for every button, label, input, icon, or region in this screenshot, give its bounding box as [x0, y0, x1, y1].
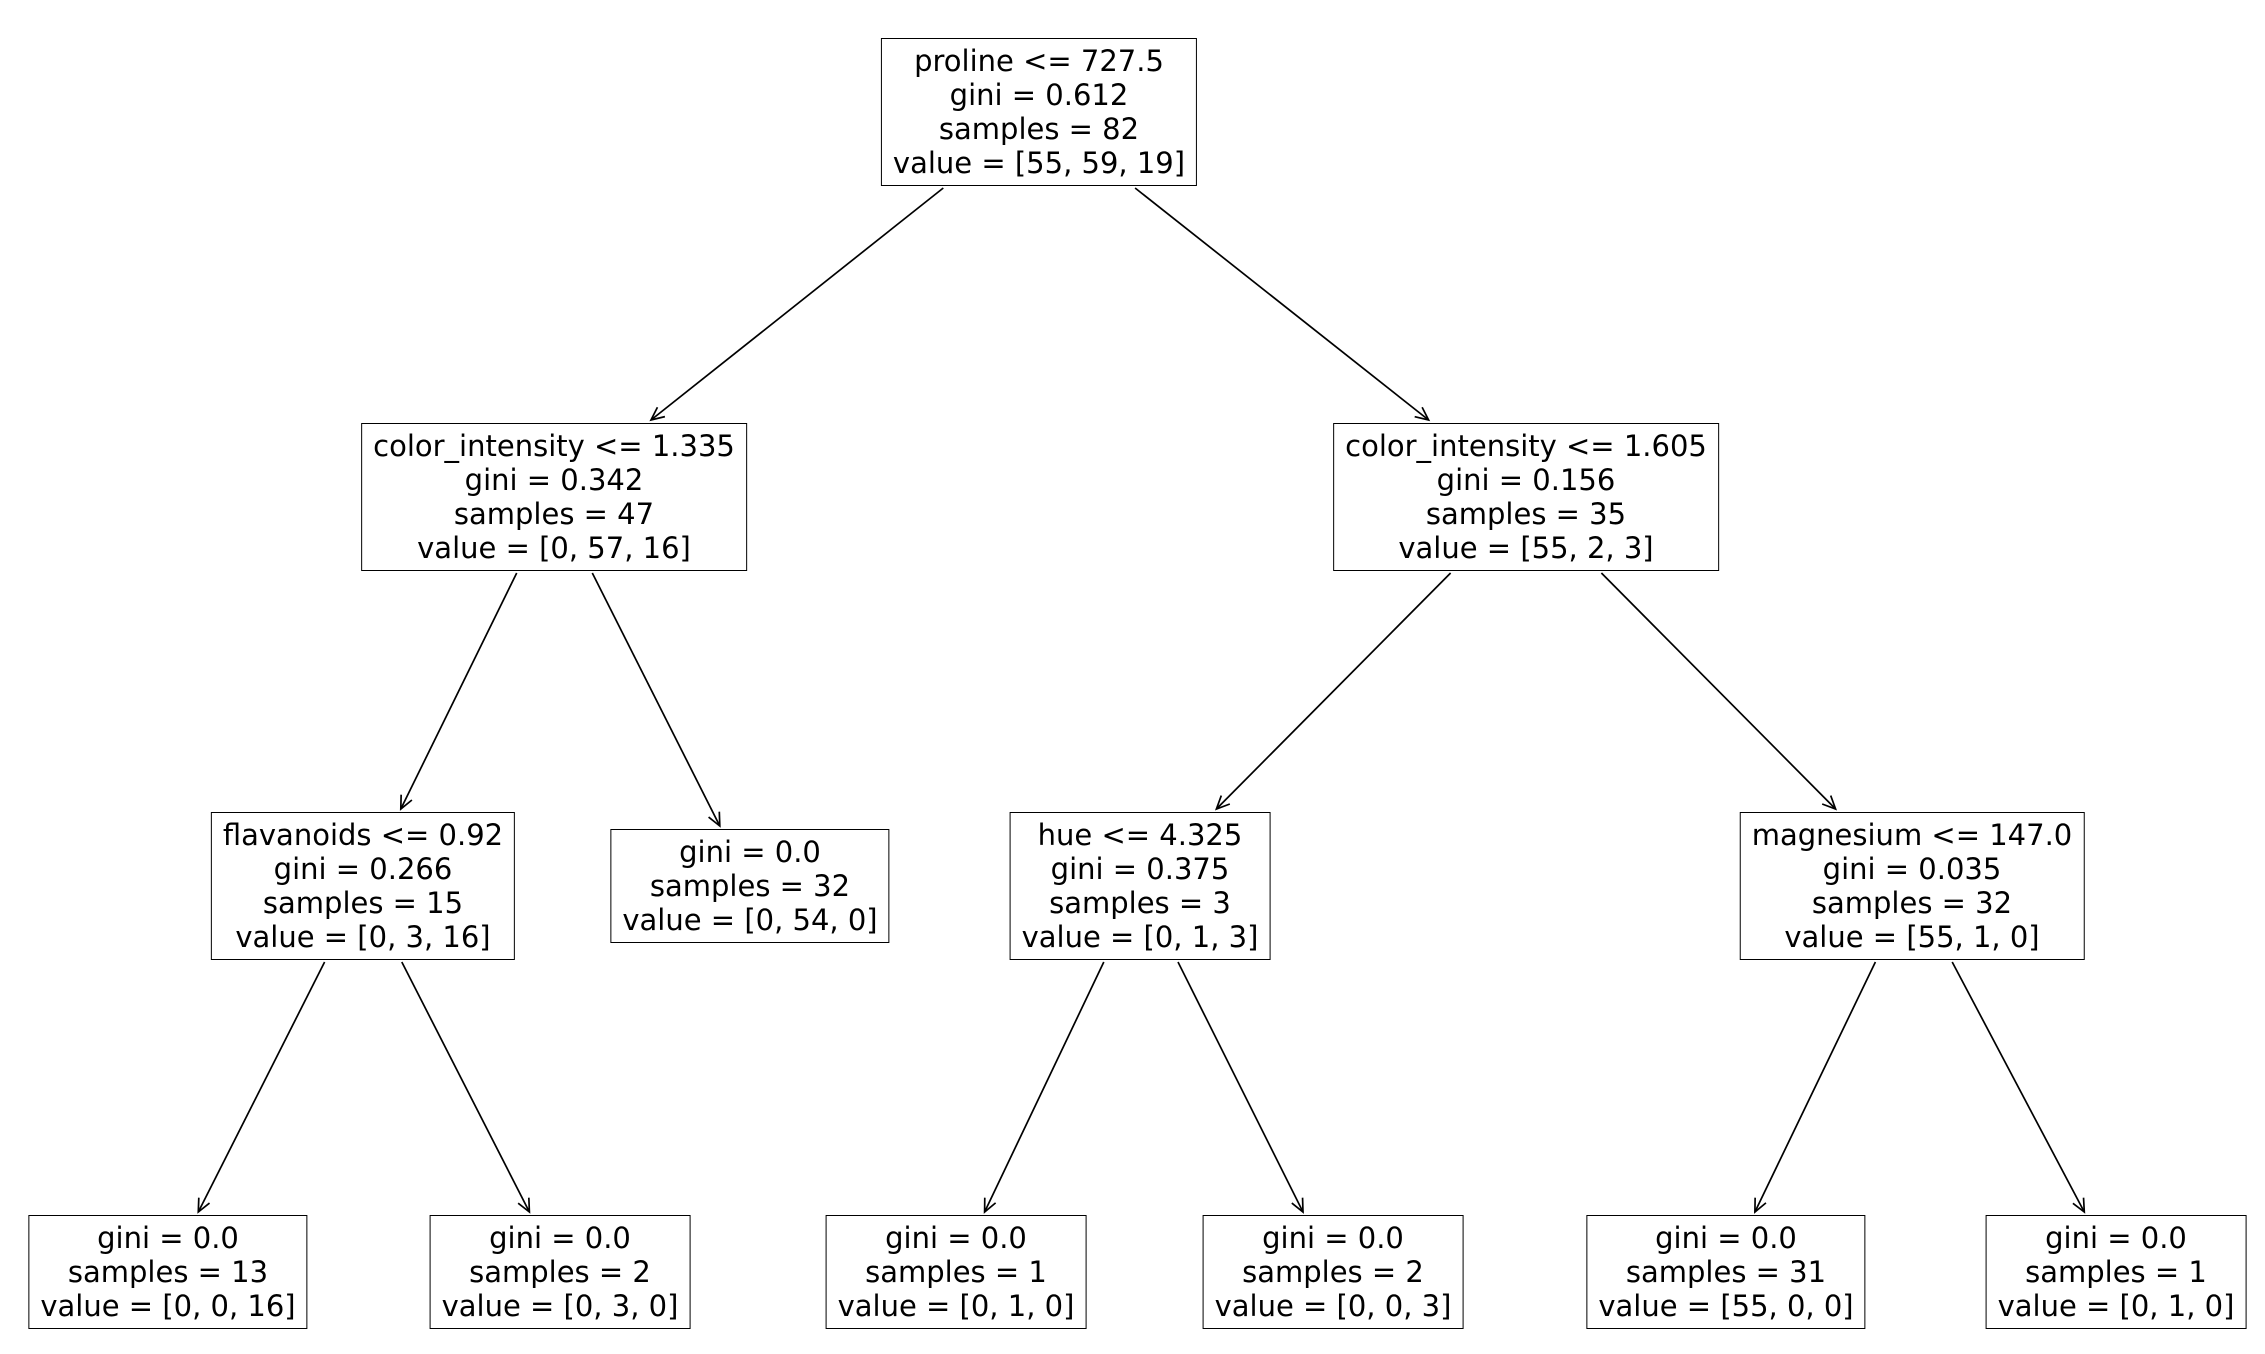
- gini-value: gini = 0.0: [97, 1221, 239, 1255]
- gini-value: gini = 0.375: [1050, 852, 1230, 886]
- gini-value: gini = 0.156: [1436, 463, 1616, 497]
- samples-count: samples = 47: [453, 497, 655, 531]
- samples-count: samples = 1: [865, 1255, 1047, 1289]
- samples-count: samples = 32: [1811, 886, 2013, 920]
- class-value-counts: value = [55, 2, 3]: [1398, 531, 1654, 565]
- tree-edge-arrow: [591, 572, 721, 828]
- tree-edge-arrow: [1134, 187, 1431, 422]
- tree-edge-arrow: [1951, 961, 2086, 1214]
- samples-count: samples = 31: [1625, 1255, 1827, 1289]
- samples-count: samples = 2: [469, 1255, 651, 1289]
- tree-node-hue: hue <= 4.325 gini = 0.375 samples = 3 va…: [1009, 812, 1271, 960]
- split-condition: proline <= 727.5: [914, 44, 1164, 78]
- class-value-counts: value = [0, 0, 3]: [1214, 1289, 1452, 1323]
- gini-value: gini = 0.266: [273, 852, 453, 886]
- class-value-counts: value = [55, 59, 19]: [892, 146, 1186, 180]
- class-value-counts: value = [55, 0, 0]: [1598, 1289, 1854, 1323]
- tree-edge-arrow: [1600, 572, 1838, 811]
- class-value-counts: value = [0, 1, 3]: [1021, 920, 1259, 954]
- gini-value: gini = 0.0: [1655, 1221, 1797, 1255]
- tree-edge-arrow: [1214, 572, 1452, 811]
- gini-value: gini = 0.0: [489, 1221, 631, 1255]
- tree-edge-arrow: [649, 187, 944, 422]
- tree-edge-arrow: [399, 572, 518, 811]
- tree-edge-arrow: [983, 961, 1105, 1214]
- split-condition: hue <= 4.325: [1037, 818, 1243, 852]
- split-condition: color_intensity <= 1.335: [373, 429, 735, 463]
- samples-count: samples = 35: [1425, 497, 1627, 531]
- gini-value: gini = 0.035: [1822, 852, 2002, 886]
- samples-count: samples = 2: [1242, 1255, 1424, 1289]
- class-value-counts: value = [0, 54, 0]: [622, 903, 878, 937]
- class-value-counts: value = [0, 57, 16]: [417, 531, 691, 565]
- samples-count: samples = 32: [649, 869, 851, 903]
- split-condition: magnesium <= 147.0: [1751, 818, 2073, 852]
- tree-node-color-intensity-right: color_intensity <= 1.605 gini = 0.156 sa…: [1333, 423, 1719, 571]
- class-value-counts: value = [0, 0, 16]: [40, 1289, 296, 1323]
- tree-leaf-node: gini = 0.0 samples = 2 value = [0, 3, 0]: [429, 1215, 691, 1329]
- tree-edge-arrow: [1177, 961, 1304, 1214]
- class-value-counts: value = [0, 3, 16]: [235, 920, 491, 954]
- split-condition: color_intensity <= 1.605: [1345, 429, 1707, 463]
- tree-leaf-node: gini = 0.0 samples = 1 value = [0, 1, 0]: [825, 1215, 1087, 1329]
- tree-leaf-node: gini = 0.0 samples = 13 value = [0, 0, 1…: [28, 1215, 308, 1329]
- tree-node-flavanoids: flavanoids <= 0.92 gini = 0.266 samples …: [210, 812, 516, 960]
- gini-value: gini = 0.0: [2045, 1221, 2187, 1255]
- class-value-counts: value = [0, 3, 0]: [441, 1289, 679, 1323]
- tree-leaf-node: gini = 0.0 samples = 31 value = [55, 0, …: [1586, 1215, 1866, 1329]
- samples-count: samples = 1: [2025, 1255, 2207, 1289]
- tree-edge-arrow: [197, 961, 326, 1214]
- samples-count: samples = 13: [67, 1255, 269, 1289]
- tree-leaf-node: gini = 0.0 samples = 2 value = [0, 0, 3]: [1202, 1215, 1464, 1329]
- tree-node-magnesium: magnesium <= 147.0 gini = 0.035 samples …: [1739, 812, 2085, 960]
- class-value-counts: value = [0, 1, 0]: [1997, 1289, 2235, 1323]
- tree-node-color-intensity-left: color_intensity <= 1.335 gini = 0.342 sa…: [361, 423, 747, 571]
- tree-edge-arrow: [1754, 961, 1877, 1214]
- gini-value: gini = 0.0: [1262, 1221, 1404, 1255]
- gini-value: gini = 0.0: [679, 835, 821, 869]
- samples-count: samples = 15: [262, 886, 464, 920]
- split-condition: flavanoids <= 0.92: [222, 818, 504, 852]
- tree-leaf-node: gini = 0.0 samples = 32 value = [0, 54, …: [610, 829, 890, 943]
- tree-node-root-proline: proline <= 727.5 gini = 0.612 samples = …: [880, 38, 1198, 186]
- samples-count: samples = 3: [1049, 886, 1231, 920]
- tree-edge-arrow: [401, 961, 531, 1214]
- samples-count: samples = 82: [938, 112, 1140, 146]
- gini-value: gini = 0.0: [885, 1221, 1027, 1255]
- gini-value: gini = 0.342: [464, 463, 644, 497]
- class-value-counts: value = [0, 1, 0]: [837, 1289, 1075, 1323]
- tree-leaf-node: gini = 0.0 samples = 1 value = [0, 1, 0]: [1985, 1215, 2247, 1329]
- gini-value: gini = 0.612: [949, 78, 1129, 112]
- class-value-counts: value = [55, 1, 0]: [1784, 920, 2040, 954]
